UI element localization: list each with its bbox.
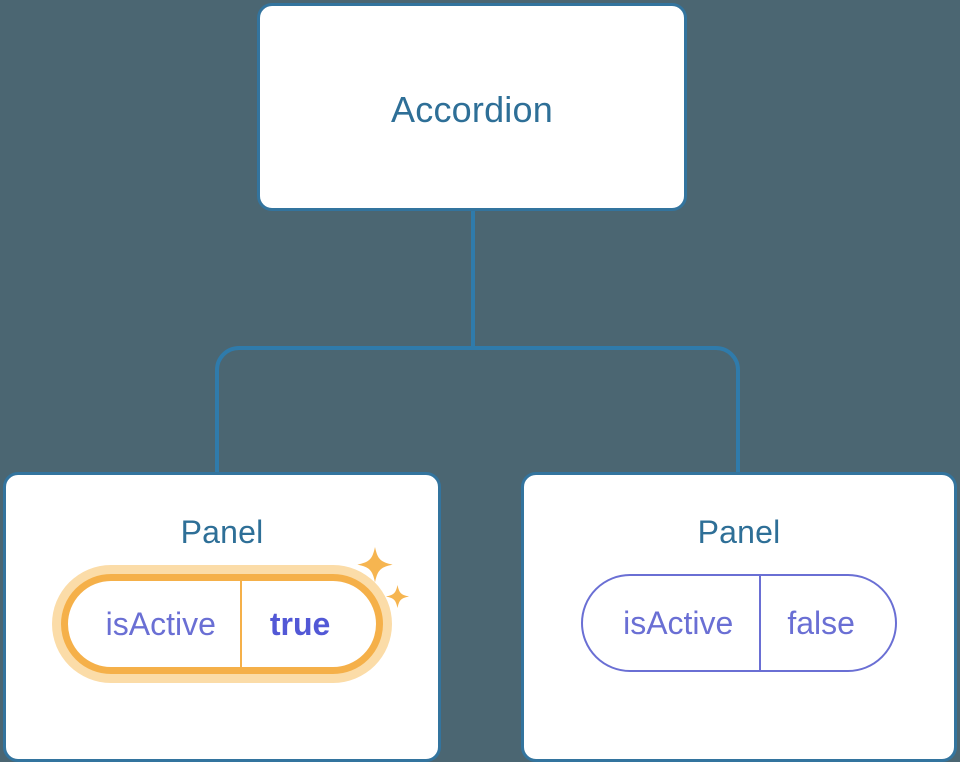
prop-pill-isactive-true[interactable]: isActive true [60,547,410,674]
sparkle-large-icon [357,547,393,583]
edge-layer [215,209,740,476]
node-panel-active[interactable]: Panel isActive true [3,472,441,762]
prop-value-label: true [239,581,376,667]
node-panel-inactive-body: Panel isActive false [524,475,954,672]
prop-key-label: isActive [105,606,216,642]
prop-key-label: isActive [623,605,734,641]
node-accordion-title: Accordion [391,89,553,130]
sparkle-small-icon [386,585,410,608]
node-panel-active-body: Panel isActive true [6,475,438,674]
diagram-canvas: Accordion Panel isActive true Panel [3,3,957,762]
prop-pill-inactive-wrap: isActive false [524,574,954,672]
prop-pill-active-wrap: isActive true [6,547,438,674]
node-panel-active-title: Panel [180,514,264,550]
node-panel-inactive[interactable]: Panel isActive false [521,472,957,762]
prop-value-label: false [759,576,895,670]
edge-to-panel-left [215,346,473,476]
node-panel-inactive-title: Panel [697,514,781,550]
node-accordion[interactable]: Accordion [257,3,687,211]
edge-to-panel-right [473,346,740,476]
prop-pill-isactive-false[interactable]: isActive false [581,574,897,672]
